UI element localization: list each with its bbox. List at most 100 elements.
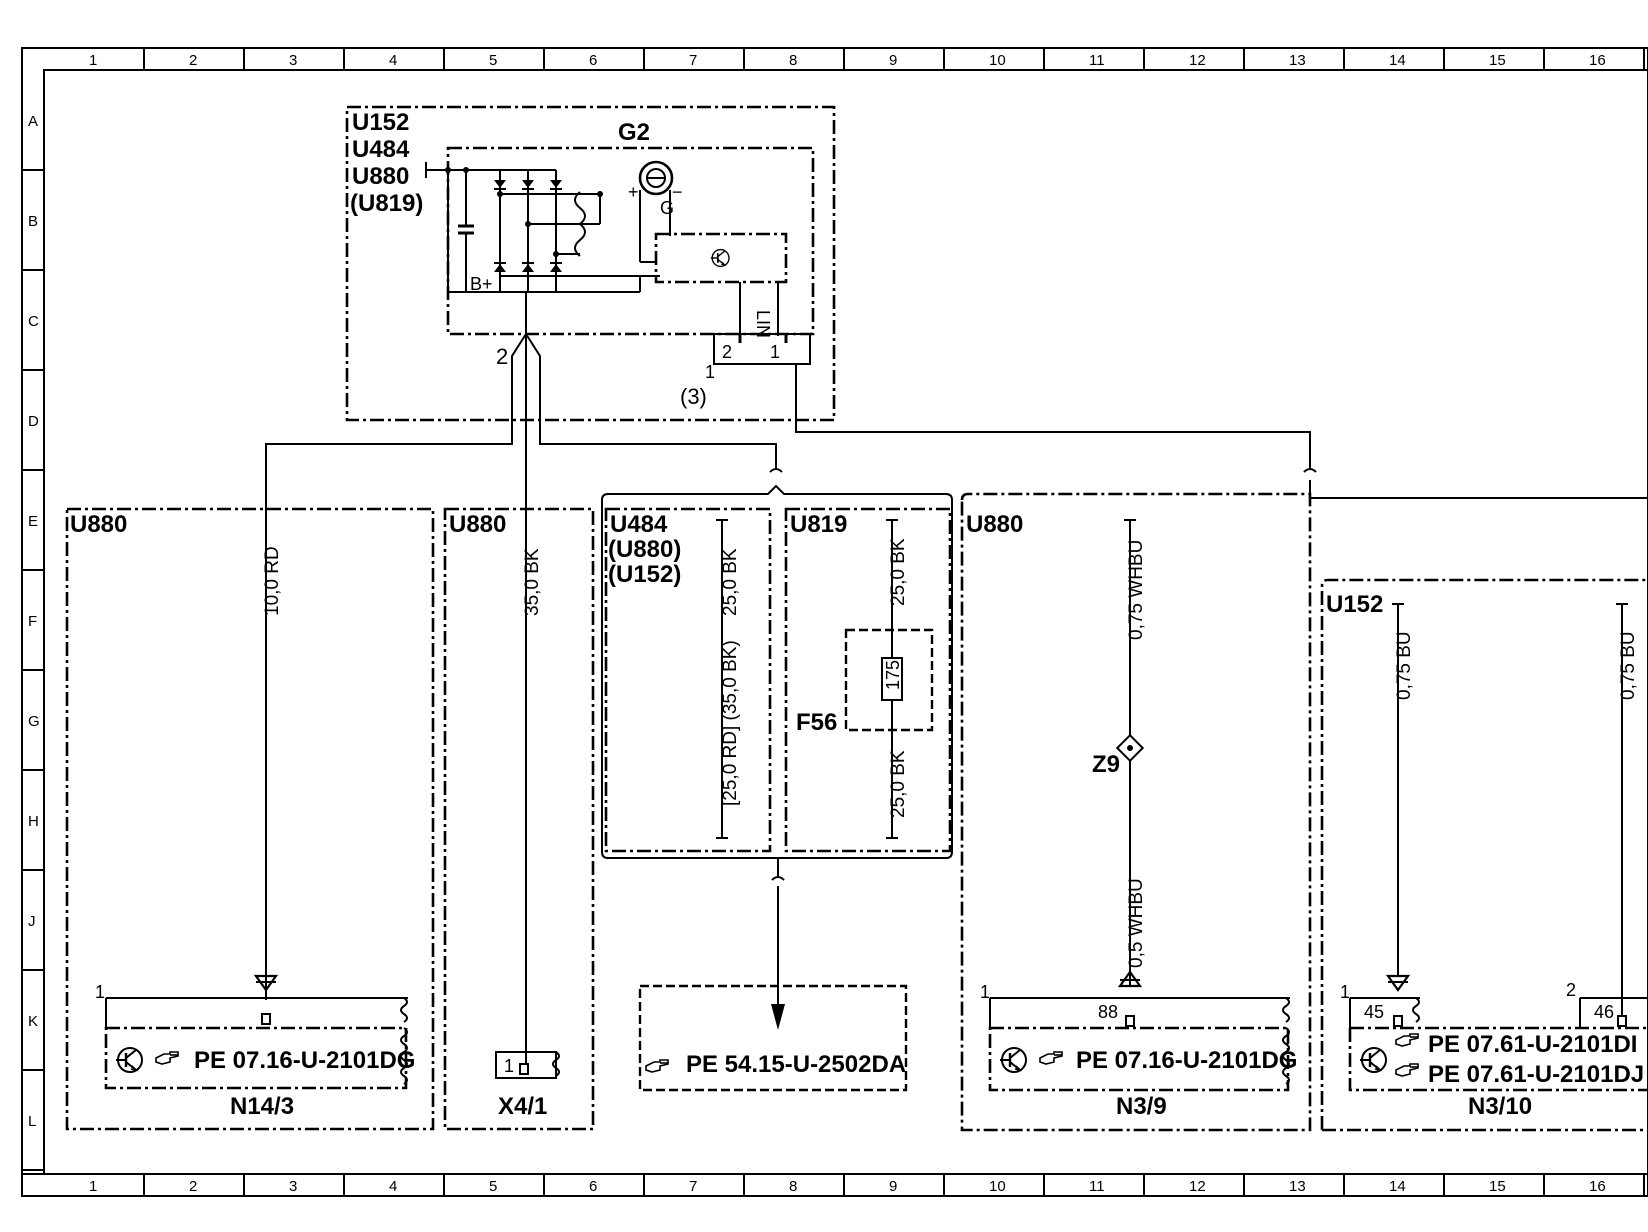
- variant-label: U819: [790, 511, 847, 538]
- pointing-hand-icon: [1039, 1051, 1063, 1065]
- diode-bridge: [494, 170, 660, 292]
- grid-column-number: 16: [1589, 1178, 1606, 1195]
- wire-label-alt: [25,0 RD] (35,0 BK): [720, 640, 741, 806]
- grid-column-number: 14: [1389, 1178, 1406, 1195]
- plus-sign: +: [628, 182, 639, 202]
- grid-row-letter: F: [28, 613, 37, 630]
- grid-column-number: 11: [1089, 1178, 1105, 1195]
- box-n14-3: U880 10,0 RD 1 PE 07.16-U-2101DG N14/3: [65, 507, 435, 1131]
- grid-column-number: 8: [789, 1178, 797, 1195]
- splice-label: Z9: [1092, 751, 1120, 778]
- minus-sign: −: [672, 182, 683, 202]
- grid-column-number: 13: [1289, 52, 1306, 69]
- grid-column-number: 15: [1489, 52, 1506, 69]
- fuse-rating: 175: [883, 660, 903, 690]
- grid-column-number: 3: [289, 52, 297, 69]
- wire-label: 0,75 WHBU: [1126, 540, 1147, 640]
- grid-column-number: 5: [489, 52, 497, 69]
- grid-column-number: 1: [89, 52, 97, 69]
- wire-label: 25,0 BK: [888, 538, 909, 606]
- grid-column-number: 6: [589, 1178, 597, 1195]
- output-pin: 2: [496, 344, 508, 369]
- box-u819: U819 25,0 BK 25,0 BK 175 F56: [784, 507, 952, 853]
- component-label: N3/10: [1468, 1093, 1532, 1120]
- pe-reference[interactable]: PE 07.61-U-2101DI: [1428, 1031, 1637, 1058]
- grid-column-number: 8: [789, 52, 797, 69]
- grid-column-number: 13: [1289, 1178, 1306, 1195]
- grid-column-number: 9: [889, 52, 897, 69]
- connector-ref: (3): [680, 384, 707, 409]
- terminal-bplus: B+: [470, 274, 493, 294]
- grid-column-number: 1: [89, 1178, 97, 1195]
- grid-column-number: 2: [189, 1178, 197, 1195]
- grid-column-number: 11: [1089, 52, 1105, 69]
- box-n3-10: U152 0,75 BU 0,75 BU 1 45 2 46 PE 07.61-…: [1320, 578, 1648, 1132]
- grid-column-number: 9: [889, 1178, 897, 1195]
- pointing-hand-icon: [1395, 1063, 1419, 1077]
- component-label: N3/9: [1116, 1093, 1167, 1120]
- pointing-hand-icon: [645, 1059, 669, 1073]
- component-label: X4/1: [498, 1093, 547, 1120]
- grid-column-number: 14: [1389, 52, 1406, 69]
- alternator-label-g2: G2: [618, 119, 650, 146]
- pin-number: 2: [1566, 980, 1576, 1000]
- pointing-hand-icon: [1395, 1033, 1419, 1047]
- grid-column-number: 6: [589, 52, 597, 69]
- grid-column-number: 2: [189, 52, 197, 69]
- component-label: N14/3: [230, 1093, 294, 1120]
- variant-label: U484: [610, 511, 668, 538]
- grid-row-letter: B: [28, 213, 38, 230]
- pe-reference[interactable]: PE 07.16-U-2101DG: [1076, 1047, 1297, 1074]
- grid-row-letter: D: [28, 413, 39, 430]
- grid-column-number: 12: [1189, 1178, 1206, 1195]
- grid-row-letter: G: [28, 713, 40, 730]
- grid-row-letter: C: [28, 313, 39, 330]
- variant-label: U880: [70, 511, 127, 538]
- wire-label: 25,0 BK: [720, 548, 741, 616]
- connector-pin: 1: [705, 362, 715, 382]
- box-n3-9: U880 0,75 WHBU Z9 0,5 WHBU 1 88 PE 07.16…: [960, 492, 1312, 1132]
- grid-column-number: 3: [289, 1178, 297, 1195]
- transistor-icon: [114, 1046, 144, 1074]
- drawing-frame: [21, 47, 1648, 1197]
- rotor-icon: + − G: [628, 160, 683, 262]
- transistor-icon: [998, 1046, 1028, 1074]
- pin-number: 1: [95, 982, 105, 1002]
- grid-column-number: 7: [689, 52, 697, 69]
- variant-label: (U880): [608, 536, 681, 563]
- variant-label: (U819): [350, 190, 423, 217]
- wire-label: 35,0 BK: [522, 548, 543, 616]
- group-bracket: [601, 484, 953, 1030]
- grid-column-number: 12: [1189, 52, 1206, 69]
- variant-label: (U152): [608, 561, 681, 588]
- grid-row-letter: L: [28, 1113, 36, 1130]
- wire-label: 0,5 WHBU: [1126, 878, 1147, 968]
- connector-pin: 1: [770, 342, 780, 362]
- wire-label: 10,0 RD: [262, 546, 283, 616]
- fuse-label: F56: [796, 709, 837, 736]
- box-u484: U484 (U880) (U152) 25,0 BK [25,0 RD] (35…: [604, 507, 772, 853]
- variant-label: U484: [352, 136, 410, 163]
- pin-number: 1: [1340, 982, 1350, 1002]
- box-x4-1: U880 35,0 BK 1 X4/1: [443, 507, 595, 1131]
- variant-label: U880: [966, 511, 1023, 538]
- variant-label: U880: [352, 163, 409, 190]
- grid-column-number: 15: [1489, 1178, 1506, 1195]
- terminal-lin: LIN: [753, 310, 773, 338]
- grid-column-number: 7: [689, 1178, 697, 1195]
- grid-column-number: 4: [389, 52, 397, 69]
- grid-row-letter: A: [28, 113, 38, 130]
- pin-number: 45: [1364, 1002, 1384, 1022]
- transistor-icon: [1358, 1046, 1388, 1074]
- variant-label: U152: [1326, 591, 1383, 618]
- grid-column-labels: 1122334455667788991010111112121313141415…: [89, 48, 1645, 1196]
- pe-reference[interactable]: PE 07.16-U-2101DG: [194, 1047, 415, 1074]
- connector-pin: 2: [722, 342, 732, 362]
- variant-label: U880: [449, 511, 506, 538]
- pe-reference[interactable]: PE 07.61-U-2101DJ: [1428, 1061, 1644, 1088]
- terminal-g: G: [660, 198, 674, 218]
- grid-column-number: 10: [989, 1178, 1006, 1195]
- grid-column-number: 5: [489, 1178, 497, 1195]
- pin-number: 1: [980, 982, 990, 1002]
- pe-reference[interactable]: PE 54.15-U-2502DA: [686, 1051, 906, 1078]
